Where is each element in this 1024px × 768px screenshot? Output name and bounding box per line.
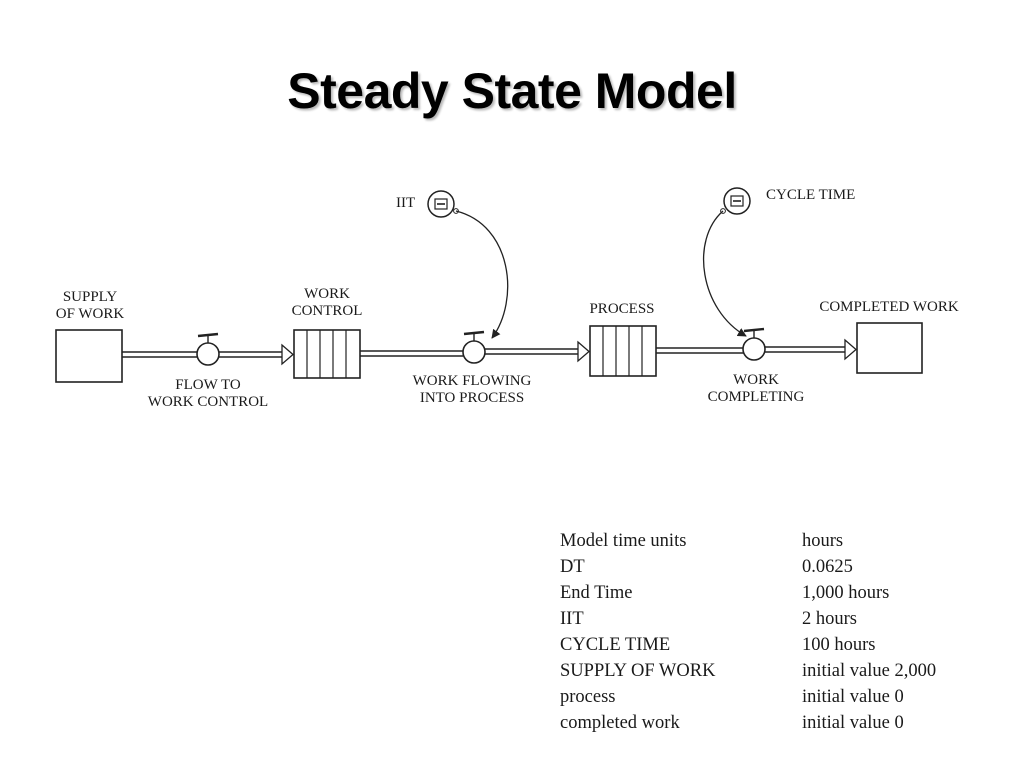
parameter-name: process [560,687,616,707]
parameter-name: IIT [560,609,584,629]
connector-cycle-time-to-valve [702,210,747,337]
parameter-value: 1,000 hours [802,583,890,603]
work-flowing-into-process-label-2: INTO PROCESS [420,390,524,406]
parameter-value: initial value 0 [802,713,904,733]
stock-supply-of-work-label-1: SUPPLY [63,289,118,305]
flow-to-work-control-label-2: WORK CONTROL [148,394,268,410]
valve-work-completing [742,327,766,361]
stock-work-control [293,329,361,379]
parameter-name: End Time [560,583,633,603]
parameter-name: Model time units [560,531,687,551]
parameter-value: 0.0625 [802,557,853,577]
valve-flow-to-work-control [196,332,220,366]
parameter-value: initial value 2,000 [802,661,937,681]
flow-pipe-process-to-completed [656,338,857,361]
parameter-name: SUPPLY OF WORK [560,661,716,681]
stock-work-control-label-2: CONTROL [292,303,363,319]
parameter-value: 2 hours [802,609,857,629]
parameter-row: process initial value 0 [556,684,936,710]
stock-process [589,325,657,377]
converter-iit [427,190,459,218]
slide-title: Steady State Model [287,63,737,119]
flow-pipe-work-control-to-process [360,340,590,363]
work-flowing-into-process-label-1: WORK FLOWING [413,373,532,389]
stock-work-control-label-1: WORK [304,286,350,302]
converter-iit-label: IIT [396,195,415,211]
stock-supply-of-work-label-2: OF WORK [56,306,125,322]
stock-process-label: PROCESS [589,301,654,317]
connector-iit-to-valve [455,210,509,339]
parameter-row: Model time units hours [556,528,936,554]
parameter-row: End Time 1,000 hours [556,580,936,606]
converter-cycle-time-label: CYCLE TIME [766,187,855,203]
stock-completed-work-label: COMPLETED WORK [819,299,958,315]
parameter-row: DT 0.0625 [556,554,936,580]
stock-completed-work [856,322,923,374]
parameter-row: CYCLE TIME 100 hours [556,632,936,658]
valve-work-flowing-into-process [462,330,486,364]
stock-supply-of-work [55,329,123,383]
parameter-value: hours [802,531,844,551]
parameter-name: DT [560,557,585,577]
converter-cycle-time [720,187,751,215]
parameter-row: IIT 2 hours [556,606,936,632]
parameter-row: SUPPLY OF WORK initial value 2,000 [556,658,936,684]
parameter-name: completed work [560,713,680,733]
flow-to-work-control-label-1: FLOW TO [175,377,241,393]
work-completing-label-2: COMPLETING [708,389,805,405]
flow-pipe-supply-to-work-control [122,343,294,366]
work-completing-label-1: WORK [733,372,779,388]
parameter-value: initial value 0 [802,687,904,707]
parameter-value: 100 hours [802,635,876,655]
parameter-name: CYCLE TIME [560,635,671,655]
parameter-row: completed work initial value 0 [556,710,936,736]
